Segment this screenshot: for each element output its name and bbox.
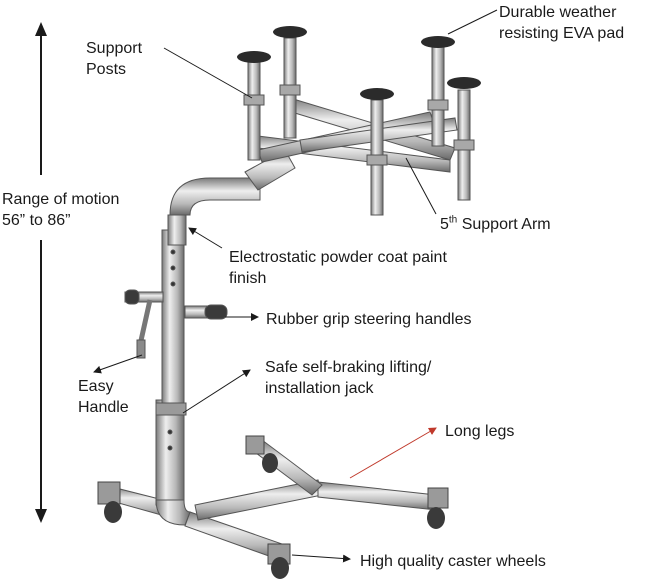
label-jack-line2: installation jack bbox=[265, 380, 374, 397]
label-fifth-prefix: 5 bbox=[440, 216, 449, 233]
label-easy-handle-line2: Handle bbox=[78, 399, 129, 416]
label-fifth-sup: th bbox=[448, 214, 458, 226]
base-legs bbox=[107, 439, 437, 561]
leader-lines bbox=[93, 9, 498, 563]
caster-wheels bbox=[97, 435, 449, 579]
label-steering-text: Rubber grip steering handles bbox=[266, 311, 472, 328]
label-eva-pad-line2: resisting EVA pad bbox=[499, 25, 625, 42]
label-eva-pad: Durable weather resisting EVA pad bbox=[499, 2, 624, 44]
label-support-posts: Support Posts bbox=[86, 38, 142, 80]
label-powder-coat-line1: Electrostatic powder coat paint bbox=[229, 249, 447, 266]
label-easy-handle-line1: Easy bbox=[78, 378, 114, 395]
crank-handle bbox=[136, 299, 153, 359]
label-support-posts-line1: Support bbox=[86, 40, 143, 57]
label-jack: Safe self-braking lifting/ installation … bbox=[265, 357, 431, 399]
eva-pads bbox=[237, 26, 481, 100]
steering-handles bbox=[124, 289, 228, 320]
label-fifth-rest: Support Arm bbox=[457, 216, 551, 233]
label-fifth-support-arm: 5th Support Arm bbox=[440, 214, 551, 235]
label-caster-text: High quality caster wheels bbox=[360, 553, 546, 570]
label-support-posts-line2: Posts bbox=[86, 61, 127, 78]
label-easy-handle: Easy Handle bbox=[78, 376, 129, 418]
label-eva-pad-line1: Durable weather bbox=[499, 4, 617, 21]
label-steering-handles: Rubber grip steering handles bbox=[266, 309, 471, 330]
label-powder-coat-line2: finish bbox=[229, 270, 267, 287]
range-of-motion-arrow bbox=[35, 22, 47, 523]
label-range-line2: 56” to 86” bbox=[2, 212, 71, 229]
label-long-legs-text: Long legs bbox=[445, 423, 515, 440]
label-powder-coat: Electrostatic powder coat paint finish bbox=[229, 247, 447, 289]
label-long-legs: Long legs bbox=[445, 421, 514, 442]
label-jack-line1: Safe self-braking lifting/ bbox=[265, 359, 432, 376]
label-range-line1: Range of motion bbox=[2, 191, 120, 208]
main-column bbox=[155, 149, 296, 526]
label-caster-wheels: High quality caster wheels bbox=[360, 551, 546, 572]
label-range-of-motion: Range of motion 56” to 86” bbox=[2, 189, 119, 231]
